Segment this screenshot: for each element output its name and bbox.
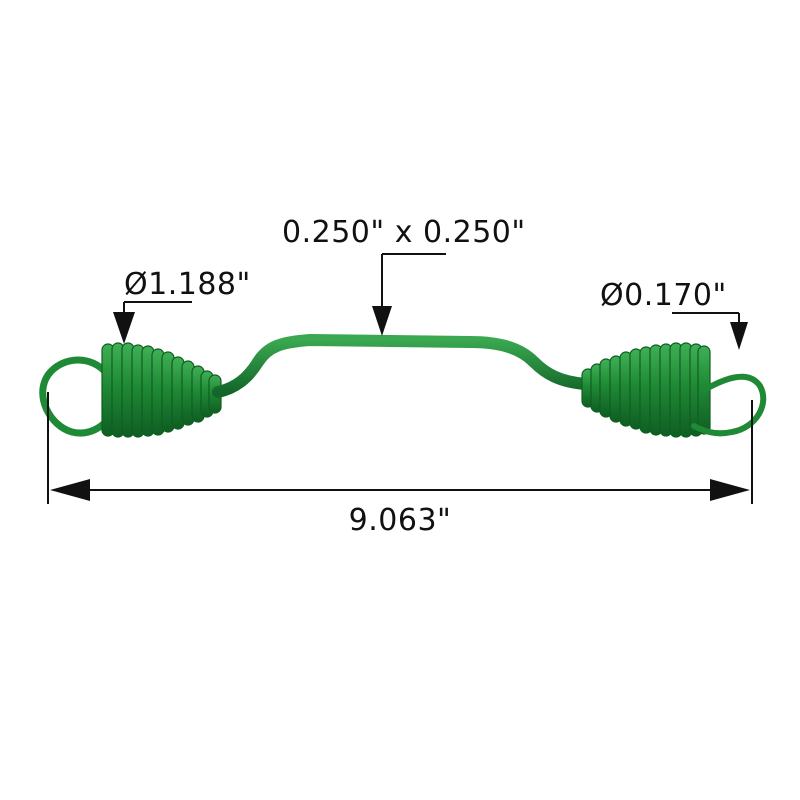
wire-section-arrowhead [372,306,392,336]
center-bar [212,333,592,398]
left-coil [101,342,222,438]
right-hook [691,373,767,437]
hook-diameter-arrowhead [730,322,748,350]
extension-spring [39,333,767,438]
coil-diameter-arrowhead [113,312,135,344]
length-arrowhead-left [50,479,90,501]
overall-length-label: 9.063" [349,503,452,538]
right-coil [581,342,711,438]
dimension-annotations: 0.250" x 0.250" Ø1.188" Ø0.170" 9.063" [47,215,753,538]
left-hook [39,356,112,437]
wire-section-label: 0.250" x 0.250" [282,215,526,250]
length-arrowhead-right [710,479,750,501]
coil-diameter-label: Ø1.188" [124,267,251,302]
hook-diameter-label: Ø0.170" [600,278,727,313]
